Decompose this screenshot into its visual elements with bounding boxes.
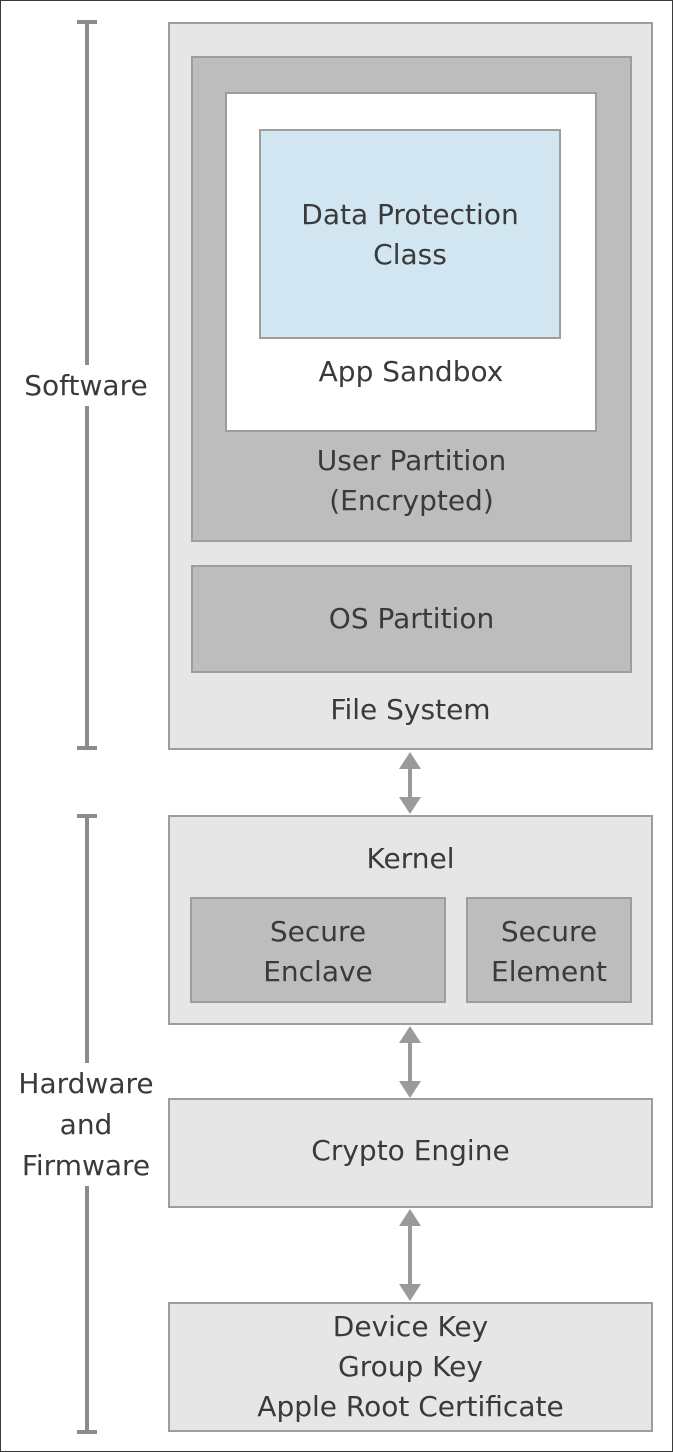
app-sandbox-box: Data Protection Class App Sandbox [225, 92, 597, 432]
crypto-engine-label: Crypto Engine [311, 1134, 510, 1167]
secure-element-label: Secure Element [491, 915, 607, 988]
crypto-engine-box: Crypto Engine [168, 1098, 653, 1208]
file-system-label: File System [330, 693, 491, 726]
user-partition-box: Data Protection Class App Sandbox User P… [191, 56, 632, 542]
file-system-box: Data Protection Class App Sandbox User P… [168, 22, 653, 750]
data-protection-class-box: Data Protection Class [259, 129, 561, 339]
software-bracket-bottom-cap [77, 746, 97, 750]
keys-label: Device Key Group Key Apple Root Certific… [257, 1310, 564, 1423]
software-label: Software [20, 365, 152, 406]
hardware-bracket-bottom-cap [77, 1430, 97, 1434]
double-arrow-icon [399, 1026, 421, 1098]
double-arrow-icon [399, 752, 421, 814]
hardware-firmware-label: Hardware and Firmware [14, 1063, 158, 1186]
kernel-label: Kernel [366, 842, 455, 875]
kernel-box: Kernel Secure Enclave Secure Element [168, 815, 653, 1025]
app-sandbox-label: App Sandbox [318, 355, 504, 388]
secure-element-box: Secure Element [466, 897, 632, 1003]
os-partition-box: OS Partition [191, 565, 632, 673]
double-arrow-icon [399, 1209, 421, 1301]
keys-box: Device Key Group Key Apple Root Certific… [168, 1302, 653, 1432]
os-partition-label: OS Partition [328, 602, 495, 635]
secure-enclave-box: Secure Enclave [190, 897, 446, 1003]
data-protection-class-label: Data Protection Class [301, 198, 519, 271]
user-partition-label: User Partition (Encrypted) [316, 444, 507, 517]
secure-enclave-label: Secure Enclave [263, 915, 373, 988]
